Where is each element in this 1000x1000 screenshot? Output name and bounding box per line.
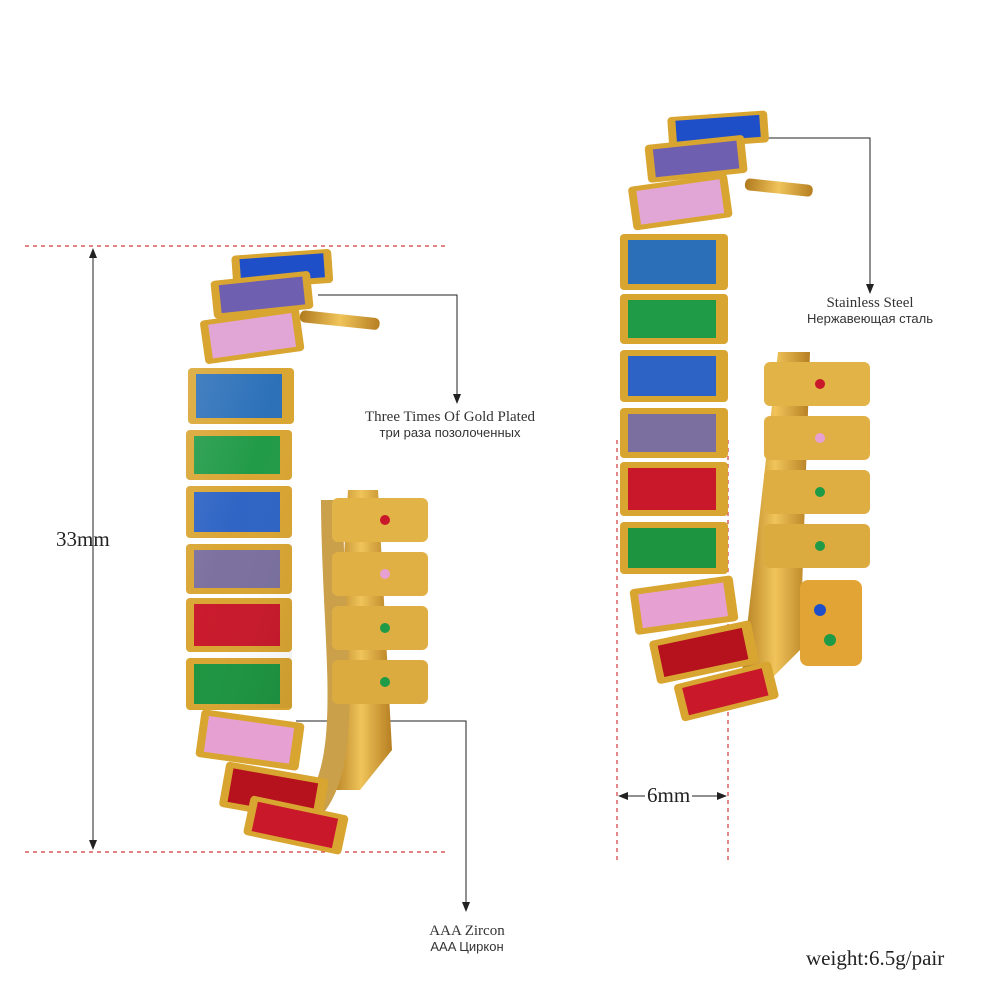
material-callout: Stainless Steel Нержавеющая сталь [790,295,950,326]
back-settings-right [764,362,870,666]
stone-label-ru: AAA Циркон [430,938,504,954]
front-stones [186,249,349,855]
left-earring [186,249,428,855]
height-dimension-label: 33mm [56,527,110,551]
height-guides [25,245,445,853]
width-dimension-label: 6mm [645,783,693,808]
stone-label-en: AAA Zircon [429,923,505,939]
plating-callout: Three Times Of Gold Plated три раза позо… [340,409,560,440]
weight-label: weight:6.5g/pair [806,946,945,970]
back-settings [332,498,428,704]
plating-label-ru: три раза позолоченных [379,424,521,440]
front-stones-right [620,110,779,722]
plating-label-en: Three Times Of Gold Plated [365,409,535,425]
material-label-en: Stainless Steel [826,295,914,311]
right-earring [620,110,870,722]
stone-callout: AAA Zircon AAA Циркон [400,923,534,954]
material-label-ru: Нержавеющая сталь [807,310,933,326]
